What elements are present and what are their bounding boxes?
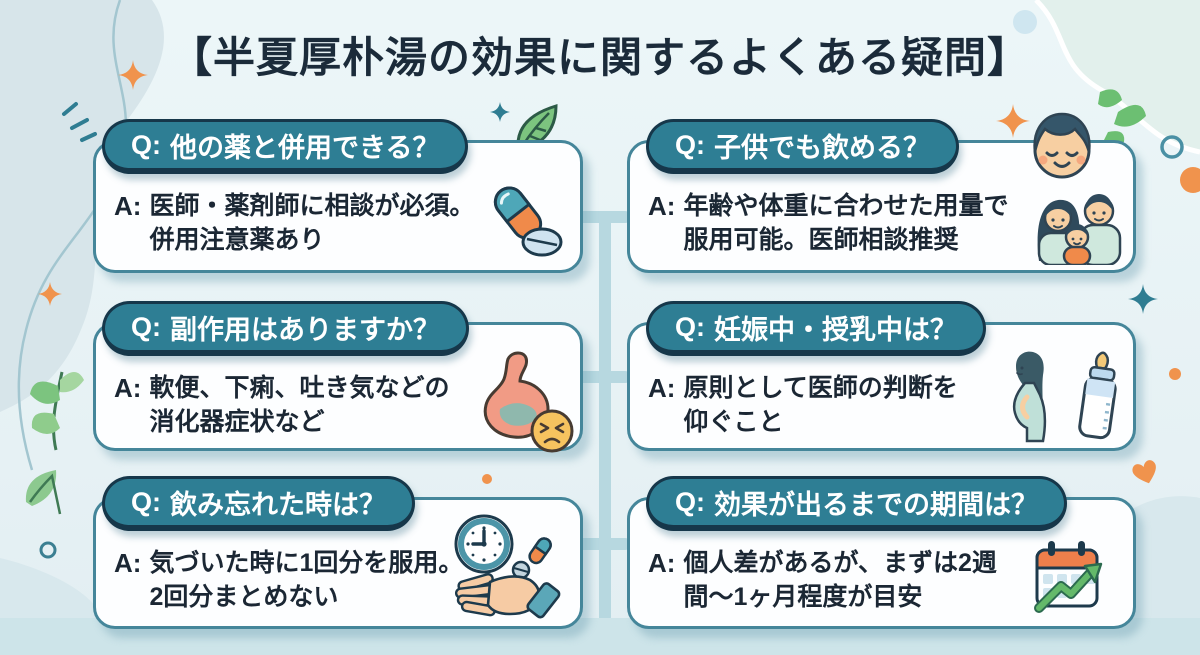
question-pill: Q: 効果が出るまでの期間は？: [646, 476, 1067, 531]
leaf-trio-top-right: [1098, 89, 1146, 145]
clock-and-hand-icon: [454, 514, 561, 619]
question-text: 飲み忘れた時は？: [170, 489, 386, 520]
connector-row-1: [571, 211, 631, 223]
leafy-branch-left: [30, 371, 84, 451]
faq-card-missed-dose: Q: 飲み忘れた時は？ A: 気づいた時に1回分を服用。 2回分まとめない: [93, 476, 583, 629]
pregnant-woman-and-bottle-icon: [1012, 351, 1117, 443]
a-prefix: A:: [648, 373, 676, 403]
a-prefix: A:: [648, 548, 676, 578]
heart-orange: [1132, 460, 1156, 484]
a-prefix: A:: [114, 548, 142, 578]
sparkle-orange-top-right: [996, 104, 1030, 138]
answer-text: 医師・薬剤師に相談が必須。 併用注意薬あり: [149, 192, 475, 254]
answer-text: 個人差があるが、まずは2週 間〜1ヶ月程度が目安: [683, 549, 997, 611]
circle-orange-right-edge: [1180, 167, 1200, 193]
question-pill: Q: 子供でも飲める？: [646, 119, 959, 174]
leaf-small-left: [25, 470, 62, 515]
upset-stomach-icon: [483, 351, 574, 453]
faq-card-pregnancy: Q: 妊娠中・授乳中は？ A: 原則として医師の判断を 仰ぐこと: [627, 301, 1136, 451]
connector-row-2: [571, 371, 631, 383]
dot-orange-1: [482, 474, 492, 484]
faq-card-side-effects: Q: 副作用はありますか？ A: 軟便、下痢、吐き気などの 消化器症状など: [93, 301, 583, 453]
q-prefix: Q:: [675, 129, 705, 160]
question-pill: Q: 他の薬と併用できる？: [102, 119, 469, 174]
faq-card-onset-period: Q: 効果が出るまでの期間は？ A: 個人差があるが、まずは2週 間〜1ヶ月程度…: [627, 476, 1136, 629]
q-prefix: Q:: [131, 311, 161, 342]
question-text: 副作用はありますか？: [170, 314, 440, 345]
q-prefix: Q:: [131, 129, 161, 160]
q-prefix: Q:: [675, 311, 705, 342]
answer: A: 気づいた時に1回分を服用。 2回分まとめない: [114, 546, 494, 614]
q-prefix: Q:: [131, 486, 161, 517]
answer: A: 個人差があるが、まずは2週 間〜1ヶ月程度が目安: [648, 546, 1047, 614]
faq-card-concomitant-drugs: Q: 他の薬と併用できる？ A: 医師・薬剤師に相談が必須。 併用注意薬あり: [93, 119, 583, 273]
answer-text: 気づいた時に1回分を服用。 2回分まとめない: [149, 549, 464, 611]
question-pill: Q: 副作用はありますか？: [102, 301, 469, 356]
question-text: 妊娠中・授乳中は？: [714, 314, 957, 345]
sparkle-teal-small: [490, 102, 510, 122]
answer: A: 年齢や体重に合わせた用量で 服用可能。医師相談推奨: [648, 189, 1047, 257]
a-prefix: A:: [114, 191, 142, 221]
answer: A: 医師・薬剤師に相談が必須。 併用注意薬あり: [114, 189, 494, 257]
page-title: 【半夏厚朴湯の効果に関するよくある疑問】: [169, 34, 1030, 81]
capsule-and-tablet-icon: [493, 186, 563, 257]
answer-text: 原則として医師の判断を 仰ぐこと: [683, 374, 958, 436]
q-prefix: Q:: [675, 486, 705, 517]
question-text: 効果が出るまでの期間は？: [714, 489, 1038, 520]
dot-orange-2: [1169, 368, 1181, 380]
answer-text: 年齢や体重に合わせた用量で 服用可能。医師相談推奨: [683, 192, 1009, 254]
calendar-growth-icon: [1034, 541, 1103, 613]
connector-row-3: [571, 538, 631, 550]
faq-card-children: Q: 子供でも飲める？ A: 年齢や体重に合わせた用量で 服用可能。医師相談推奨: [627, 119, 1136, 273]
answer: A: 軟便、下痢、吐き気などの 消化器症状など: [114, 371, 494, 439]
answer-text: 軟便、下痢、吐き気などの 消化器症状など: [149, 374, 450, 436]
a-prefix: A:: [648, 191, 676, 221]
emphasis-dashes: [62, 102, 97, 142]
child-and-family-icon: [1037, 194, 1122, 265]
sparkle-teal-right: [1128, 284, 1158, 314]
ring-teal-left: [39, 541, 57, 559]
question-text: 子供でも飲める？: [714, 132, 930, 163]
a-prefix: A:: [114, 373, 142, 403]
question-pill: Q: 飲み忘れた時は？: [102, 476, 415, 531]
ring-teal-right: [1160, 135, 1184, 159]
sparkle-orange-left: [38, 282, 62, 306]
answer: A: 原則として医師の判断を 仰ぐこと: [648, 371, 1047, 439]
question-pill: Q: 妊娠中・授乳中は？: [646, 301, 986, 356]
connector-vertical: [599, 211, 611, 623]
question-text: 他の薬と併用できる？: [170, 132, 440, 163]
